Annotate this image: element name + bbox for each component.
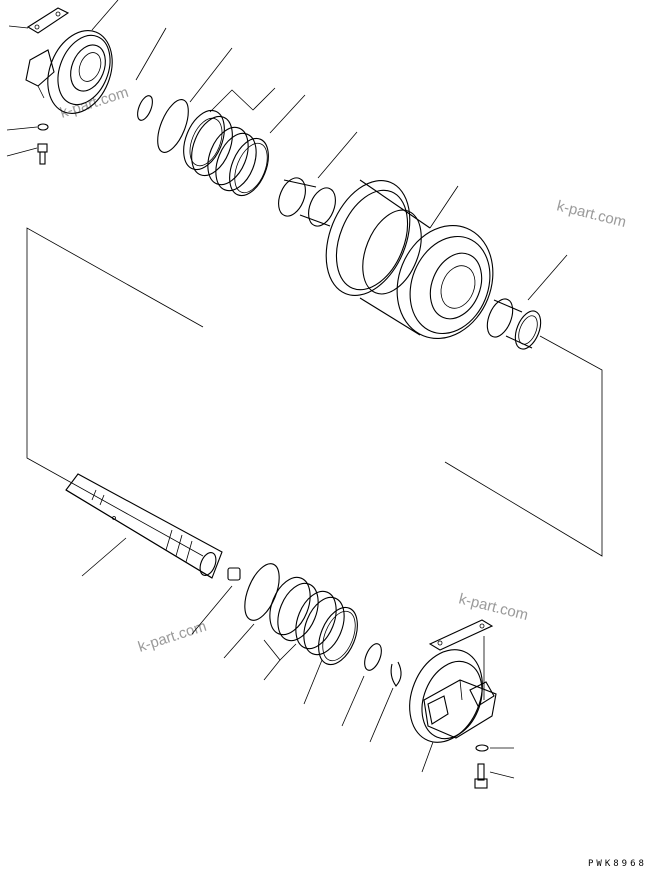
watermark-bottom-left: k-part.com	[136, 618, 209, 656]
plug	[191, 567, 241, 635]
end-collar-bottom	[409, 619, 515, 789]
drawing-code: PWK8968	[588, 859, 647, 869]
bushing-upper	[278, 131, 358, 227]
watermark-bottom-right: k-part.com	[457, 590, 530, 624]
bushing-right	[486, 254, 568, 350]
end-collar-top	[6, 0, 119, 165]
lower-seal-group	[223, 563, 402, 743]
watermark-right: k-part.com	[555, 197, 628, 231]
track-roller	[325, 179, 494, 340]
upper-seal-group	[135, 27, 306, 197]
roller-shaft	[65, 473, 223, 579]
assembly-boundary	[26, 227, 603, 557]
